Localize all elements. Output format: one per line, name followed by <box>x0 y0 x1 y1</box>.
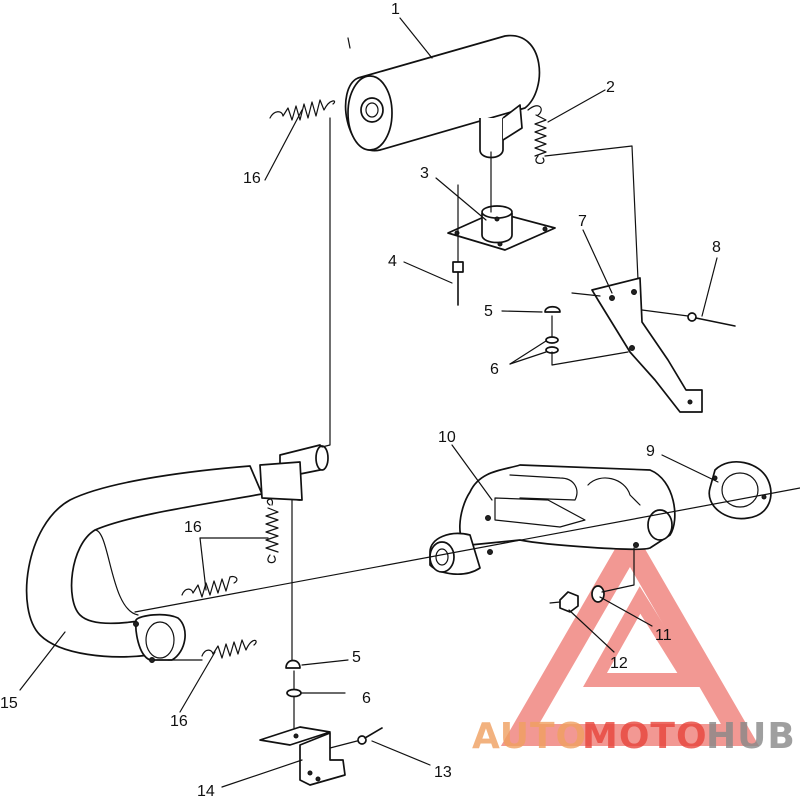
callout-4: 4 <box>388 253 397 270</box>
watermark-auto: AUTO <box>472 716 587 757</box>
washer-stack-lower <box>285 659 302 729</box>
spring-part <box>527 105 547 164</box>
screw-part <box>641 309 736 327</box>
callout-5-lower: 5 <box>352 649 361 666</box>
bracket-part-lower <box>259 726 346 786</box>
leader-lines <box>19 17 719 788</box>
washer-stack-upper <box>544 305 629 366</box>
grommet-plate-part <box>447 205 556 251</box>
callout-9: 9 <box>646 443 655 460</box>
bolt-part <box>452 184 464 306</box>
watermark-logo <box>500 523 760 746</box>
callout-16-bottom: 16 <box>170 713 188 730</box>
callout-6-lower: 6 <box>362 690 371 707</box>
watermark-hub: HUB <box>706 716 796 757</box>
bracket-part <box>591 277 703 413</box>
callout-3: 3 <box>420 165 429 182</box>
callout-8: 8 <box>712 239 721 256</box>
callout-16-middle: 16 <box>184 519 202 536</box>
watermark-text: AUTO MOTO HUB <box>472 716 796 757</box>
callout-5-upper: 5 <box>484 303 493 320</box>
gasket-part <box>708 461 772 520</box>
screw-part-lower <box>329 727 383 749</box>
spring-part-middle <box>181 575 238 598</box>
callout-13: 13 <box>434 764 452 781</box>
callout-2: 2 <box>606 79 615 96</box>
exhaust-manifold-part <box>429 464 676 575</box>
spring-part-bottom <box>201 639 257 659</box>
callout-10: 10 <box>438 429 456 446</box>
watermark-moto: MOTO <box>582 716 708 757</box>
callout-7: 7 <box>578 213 587 230</box>
muffler-part <box>344 34 541 159</box>
callout-1: 1 <box>391 1 400 18</box>
spring-part-top <box>269 99 336 121</box>
callout-15: 15 <box>0 695 18 712</box>
callout-16-top: 16 <box>243 170 261 187</box>
callout-11: 11 <box>655 627 672 644</box>
callout-6-upper: 6 <box>490 361 499 378</box>
callout-14: 14 <box>197 783 215 797</box>
spring-part-vertical <box>265 498 279 564</box>
callout-12: 12 <box>610 655 628 672</box>
callout-labels: 1 2 3 4 5 6 7 8 9 10 11 12 13 14 15 16 1… <box>0 1 721 797</box>
exhaust-pipe-part <box>25 444 329 663</box>
